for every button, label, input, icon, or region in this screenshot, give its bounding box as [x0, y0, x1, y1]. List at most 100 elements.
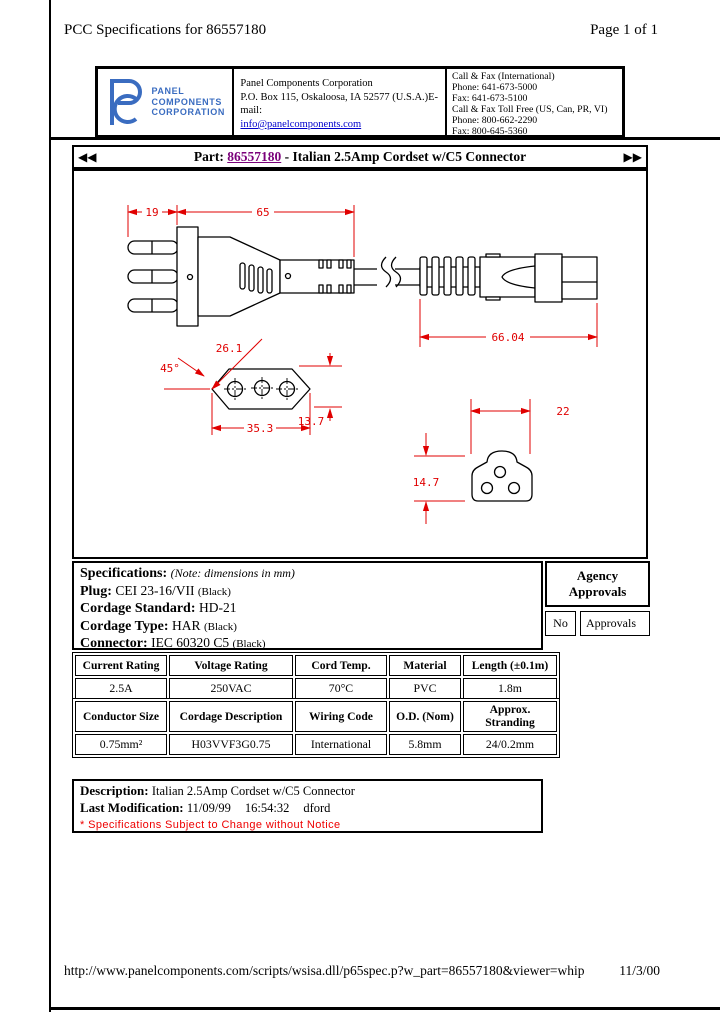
change-notice: * Specifications Subject to Change witho…	[80, 819, 341, 831]
footer-url: http://www.panelcomponents.com/scripts/w…	[64, 963, 585, 978]
spec-cordage-type-color: (Black)	[203, 620, 237, 633]
spec-plug-line: Plug: CEI 23-16/VII (Black)	[80, 583, 535, 601]
contact-tollfree-phone: Phone: 800-662-2290	[452, 114, 538, 126]
spec-note: (Note: dimensions in mm)	[170, 566, 295, 580]
dim-plug-width: 35.3	[247, 422, 274, 435]
c5-face-view	[471, 450, 533, 502]
header-conductor-size: Conductor Size	[75, 701, 167, 732]
spec-cordage-type-value: HAR	[172, 617, 201, 633]
value-cord-temp: 70°C	[295, 678, 387, 699]
part-title-rest: - Italian 2.5Amp Cordset w/C5 Connector	[281, 149, 527, 164]
dim-pin-length: 19	[145, 206, 158, 219]
value-voltage-rating: 250VAC	[169, 678, 293, 699]
agency-approvals-header: Agency Approvals	[545, 561, 650, 607]
spec-cordage-type-label: Cordage Type:	[80, 618, 173, 634]
part-label: Part:	[193, 149, 228, 164]
footer-date: 11/3/00	[619, 963, 660, 978]
print-header-page-number: Page 1 of 1	[590, 22, 658, 38]
next-part-icon[interactable]: ▶▶	[623, 150, 642, 164]
specifications-box: Specifications: (Note: dimensions in mm)…	[72, 561, 543, 651]
pcc-logo-icon	[110, 79, 143, 125]
company-name: Panel Components Corporation	[240, 78, 373, 89]
spec-plug-color: (Black)	[197, 585, 231, 598]
description-box: Description: Italian 2.5Amp Cordset w/C5…	[72, 779, 543, 833]
spec-plug-label: Plug:	[80, 583, 116, 599]
header-approx-stranding: Approx. Stranding	[463, 701, 557, 732]
contact-tollfree-fax: Fax: 800-645-5360	[452, 125, 528, 137]
header-divider-rule	[50, 137, 720, 140]
dim-plug-diagonal: 26.1	[216, 342, 243, 355]
value-material: PVC	[389, 678, 461, 699]
part-title: Part: 86557180 - Italian 2.5Amp Cordset …	[100, 149, 619, 165]
previous-part-icon[interactable]: ◀◀	[78, 150, 97, 164]
value-length: 1.8m	[463, 678, 557, 699]
plug-face-dimensions: 26.1 45° 35.3 13.7	[160, 338, 342, 435]
logo-line-2: COMPONENTS	[151, 96, 222, 107]
spec-cordage-standard-value: HD-21	[199, 600, 237, 615]
header-wiring-code: Wiring Code	[295, 701, 387, 732]
last-modification-user: dford	[303, 800, 331, 815]
spec-title-line: Specifications: (Note: dimensions in mm)	[80, 565, 535, 583]
company-logo: PANEL COMPONENTS CORPORATION	[98, 69, 232, 135]
contact-intl-phone: Phone: 641-673-5000	[452, 81, 538, 93]
header-length: Length (±0.1m)	[463, 655, 557, 676]
logo-line-3: CORPORATION	[151, 107, 225, 118]
dim-plug-angle: 45°	[160, 362, 180, 375]
side-view-dimensions: 19 65 66.04	[127, 205, 598, 347]
dim-c5-width: 22	[556, 405, 569, 418]
spec-cordage-type-line: Cordage Type: HAR (Black)	[80, 618, 535, 636]
cordage-table: Conductor Size Cordage Description Wirin…	[72, 698, 560, 758]
header-current-rating: Current Rating	[75, 655, 167, 676]
spec-title: Specifications:	[80, 566, 171, 581]
company-address: P.O. Box 115, Oskaloosa, IA 52577 (U.S.A…	[240, 91, 439, 117]
spec-plug-value: CEI 23-16/VII	[115, 582, 195, 598]
contact-intl-label: Call & Fax (International)	[452, 71, 555, 82]
part-number-link[interactable]: 86557180	[227, 149, 282, 164]
spec-cordage-standard-line: Cordage Standard: HD-21	[80, 600, 535, 618]
dim-connector-length: 66.04	[491, 331, 524, 344]
agency-approvals-cell: Approvals	[580, 611, 650, 636]
cordset-drawing: 19 65 66.04 26.1 45° 35.3	[127, 205, 598, 524]
dim-plug-height: 13.7	[298, 415, 325, 428]
contact-tollfree-label: Call & Fax Toll Free (US, Can, PR, VI)	[452, 103, 608, 115]
agency-no-cell: No	[545, 611, 576, 636]
last-modification-date: 11/09/99	[186, 800, 231, 815]
header-material: Material	[389, 655, 461, 676]
plug-side-view	[127, 226, 355, 327]
page-edge-left	[49, 0, 51, 1012]
cordage-value-row: 0.75mm² H03VVF3G0.75 International 5.8mm…	[75, 733, 557, 755]
header-od-nom: O.D. (Nom)	[389, 701, 461, 732]
spec-connector-color: (Black)	[232, 638, 266, 650]
spec-connector-value: IEC 60320 C5	[151, 635, 230, 650]
value-current-rating: 2.5A	[75, 678, 167, 699]
print-header-title: PCC Specifications for 86557180	[64, 22, 267, 38]
value-approx-stranding: 24/0.2mm	[463, 733, 557, 755]
ratings-value-row: 2.5A 250VAC 70°C PVC 1.8m	[75, 678, 557, 699]
header-cordage-description: Cordage Description	[169, 701, 293, 732]
company-header-table: PANEL COMPONENTS CORPORATION Panel Compo…	[95, 66, 625, 138]
c5-face-dimensions: 22 14.7	[413, 399, 570, 524]
part-navigation-bar: ◀◀ Part: 86557180 - Italian 2.5Amp Cords…	[72, 145, 648, 169]
cordage-header-row: Conductor Size Cordage Description Wirin…	[75, 701, 557, 732]
page-edge-bottom	[49, 1007, 720, 1010]
plug-face-view	[211, 368, 311, 410]
header-cord-temp: Cord Temp.	[295, 655, 387, 676]
value-od-nom: 5.8mm	[389, 733, 461, 755]
logo-line-1: PANEL	[151, 86, 185, 97]
company-email-link[interactable]: info@panelcomponents.com	[240, 118, 362, 130]
company-logo-text: PANEL COMPONENTS CORPORATION	[151, 86, 224, 117]
header-voltage-rating: Voltage Rating	[169, 655, 293, 676]
last-modification-label: Last Modification:	[80, 799, 187, 815]
ratings-header-row: Current Rating Voltage Rating Cord Temp.…	[75, 655, 557, 676]
value-cordage-description: H03VVF3G0.75	[169, 733, 293, 755]
value-wiring-code: International	[295, 733, 387, 755]
dim-c5-height: 14.7	[413, 476, 440, 489]
description-label: Description:	[80, 783, 152, 798]
ratings-table: Current Rating Voltage Rating Cord Temp.…	[72, 652, 560, 702]
technical-drawing-box: 19 65 66.04 26.1 45° 35.3	[72, 169, 648, 559]
description-value: Italian 2.5Amp Cordset w/C5 Connector	[151, 784, 355, 798]
contact-intl-fax: Fax: 641-673-5100	[452, 92, 528, 104]
company-address-cell: Panel Components Corporation P.O. Box 11…	[232, 69, 445, 135]
